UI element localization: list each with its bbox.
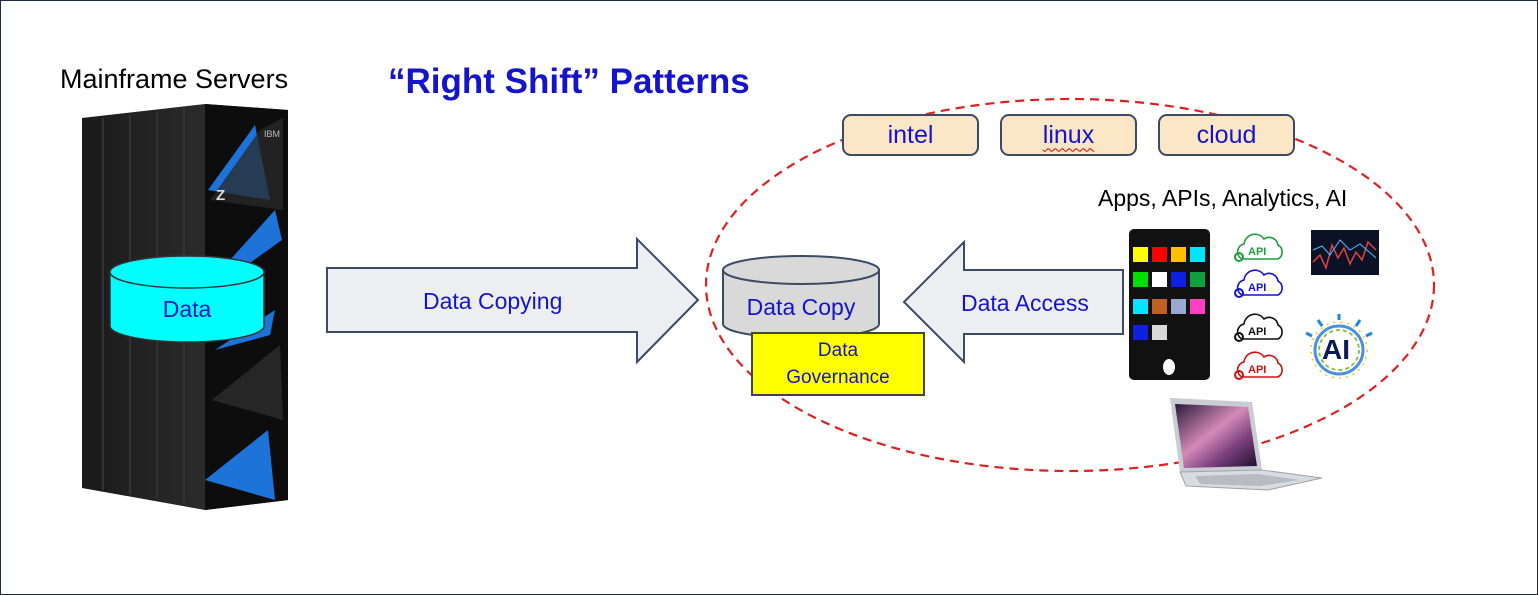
platform-pill-linux: linux (1000, 114, 1137, 156)
data-copying-label: Data Copying (423, 288, 563, 314)
platform-label: intel (887, 120, 934, 149)
ibm-logo: IBM (264, 129, 280, 139)
smartphone-icon (1129, 229, 1210, 380)
data-cylinder (109, 255, 265, 343)
platform-label: linux (1042, 120, 1095, 149)
data-access-arrow (902, 239, 1124, 365)
data-governance-box: Data Governance (751, 332, 925, 396)
laptop-icon (1170, 398, 1323, 491)
z-mark: Z (216, 187, 225, 204)
platform-pill-intel: intel (842, 114, 979, 156)
platform-label: cloud (1196, 120, 1257, 149)
data-cylinder-label: Data (162, 296, 212, 322)
ai-badge-text: AI (1322, 334, 1350, 365)
apps-apis-analytics-ai-label: Apps, APIs, Analytics, AI (1098, 185, 1348, 211)
api-cloud-icon: API (1234, 351, 1283, 380)
data-governance-line1: Data (817, 340, 859, 361)
platform-pill-cloud: cloud (1158, 114, 1295, 156)
api-label: API (1248, 364, 1266, 376)
api-cloud-icon: API (1234, 269, 1283, 298)
data-copy-label: Data Copy (746, 294, 856, 320)
api-label: API (1248, 246, 1266, 258)
ai-brain-icon (1305, 314, 1373, 379)
analytics-chart-icon (1311, 230, 1379, 275)
api-cloud-icon: API (1234, 313, 1283, 342)
api-label: API (1248, 326, 1266, 338)
mainframe-servers-label: Mainframe Servers (60, 64, 289, 94)
api-label: API (1248, 282, 1266, 294)
data-copying-arrow (326, 236, 700, 365)
api-cloud-icon: API (1234, 233, 1283, 262)
data-copy-cylinder (722, 255, 880, 339)
data-access-label: Data Access (961, 290, 1089, 316)
page-title: “Right Shift” Patterns (388, 62, 750, 101)
dashed-boundary-ellipse (704, 97, 1436, 473)
data-governance-line2: Governance (786, 367, 890, 388)
